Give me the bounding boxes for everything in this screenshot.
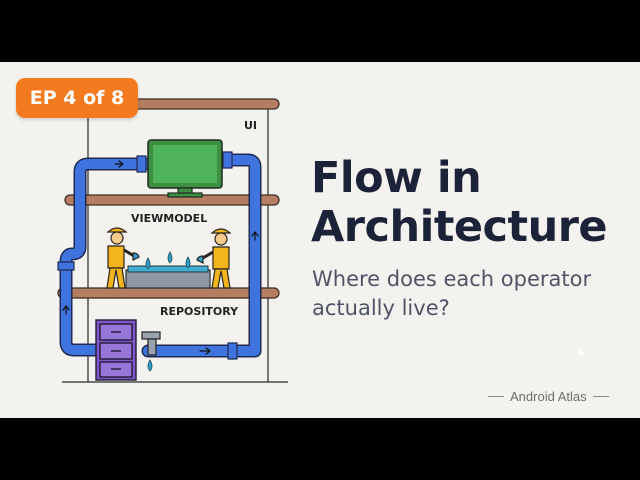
brand-signature: Android Atlas bbox=[488, 387, 624, 405]
title-line-1: Flow in bbox=[311, 153, 482, 203]
brand-dash-right bbox=[592, 395, 609, 397]
slide: UI VIEWMODEL REPOSITORY bbox=[0, 62, 640, 418]
episode-badge: EP 4 of 8 bbox=[16, 78, 138, 118]
page-title: Flow in Architecture bbox=[311, 154, 631, 252]
file-cabinet-icon bbox=[95, 319, 137, 381]
letterbox-top bbox=[0, 0, 640, 62]
faucet-icon bbox=[141, 331, 161, 372]
architecture-illustration: UI VIEWMODEL REPOSITORY bbox=[57, 98, 288, 383]
subtitle-line-2: actually live? bbox=[312, 296, 450, 320]
sparkle-icon: ✦ bbox=[575, 346, 587, 362]
subtitle: Where does each operator actually live? bbox=[312, 265, 632, 323]
monitor-icon bbox=[147, 139, 223, 198]
layer-label-ui: UI bbox=[244, 119, 257, 132]
brand-dash-left bbox=[488, 395, 504, 397]
shelf-viewmodel bbox=[57, 287, 280, 299]
worker-right-icon bbox=[196, 228, 232, 289]
brand-name: Android Atlas bbox=[510, 388, 587, 404]
water-basin-icon bbox=[125, 251, 211, 289]
title-line-2: Architecture bbox=[311, 202, 608, 252]
worker-left-icon bbox=[106, 227, 140, 289]
data-pipe bbox=[57, 151, 262, 360]
subtitle-line-1: Where does each operator bbox=[312, 267, 592, 291]
letterbox-bottom bbox=[0, 418, 640, 480]
layer-label-repository: REPOSITORY bbox=[160, 305, 239, 318]
layer-label-viewmodel: VIEWMODEL bbox=[131, 212, 207, 225]
